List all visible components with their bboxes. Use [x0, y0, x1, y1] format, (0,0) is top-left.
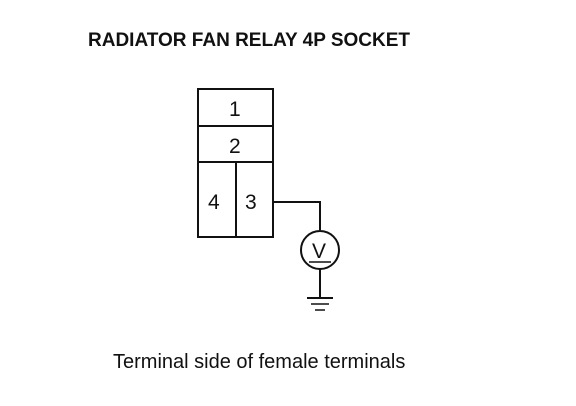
terminal-3-label: 3 — [245, 191, 257, 214]
voltmeter-symbol: V — [312, 240, 326, 263]
relay-socket-connector: 1 2 4 3 — [197, 88, 274, 238]
diagram-title: RADIATOR FAN RELAY 4P SOCKET — [88, 30, 410, 51]
diagram-caption: Terminal side of female terminals — [113, 351, 405, 373]
terminal-2-label: 2 — [229, 135, 241, 158]
ground-icon — [307, 297, 333, 311]
terminal-1-label: 1 — [229, 98, 241, 121]
voltmeter-icon: V — [300, 230, 340, 270]
terminal-4-label: 4 — [208, 191, 220, 214]
probe-wire — [273, 201, 321, 230]
